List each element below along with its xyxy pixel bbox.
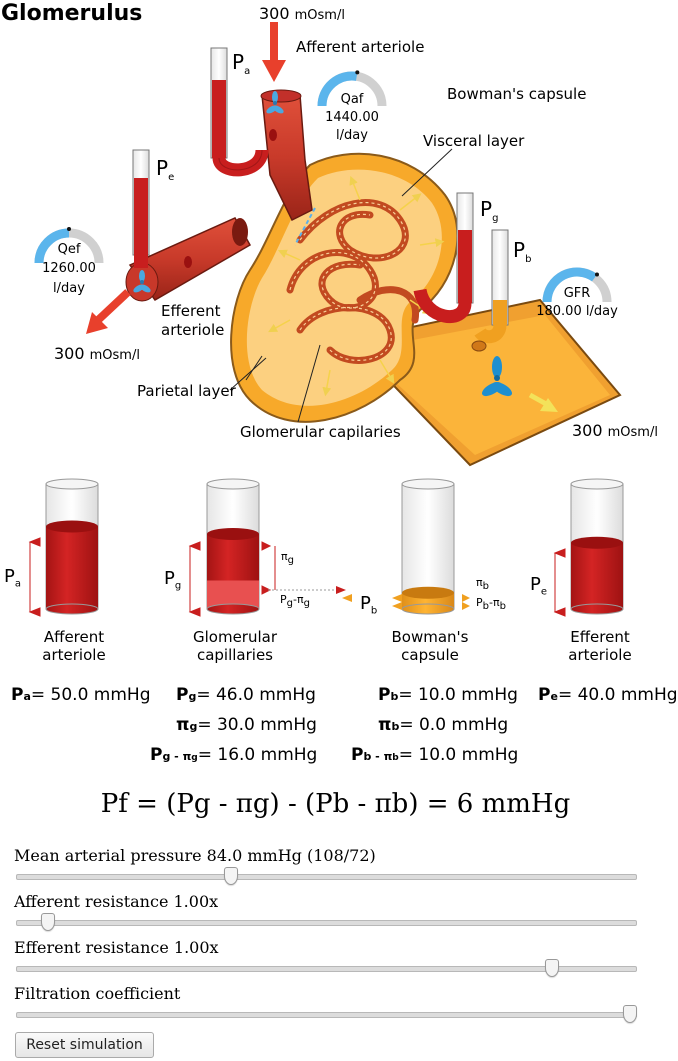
page-title: Glomerulus — [1, 1, 143, 26]
afferent-caption-2: arteriole — [42, 646, 106, 664]
pa-diagram-label: Pa — [232, 50, 251, 77]
filtration-coefficient-slider[interactable] — [16, 1005, 637, 1023]
afferent-arteriole-label: Afferent arteriole — [296, 38, 425, 56]
gfr-gauge-value: 180.00 l/day — [536, 304, 618, 319]
bowman-cylinder — [401, 478, 455, 615]
pa-tube — [210, 47, 269, 177]
tubule-fan-icon — [481, 356, 513, 397]
glomerular-caption-1: Glomerular — [192, 628, 277, 646]
slider-thumb[interactable] — [223, 867, 238, 885]
gauge-fill — [317, 71, 358, 107]
qaf-gauge-unit: l/day — [336, 128, 368, 143]
osm-right-label: 300 mOsm/l — [572, 421, 658, 440]
gfr-gauge — [542, 267, 612, 303]
parietal-layer-label: Parietal layer — [137, 382, 236, 400]
efferent-arteriole-label-2: arteriole — [161, 321, 225, 339]
qaf-gauge-label: Qaf — [340, 92, 364, 107]
afferent-fan-icon — [266, 91, 284, 114]
qef-gauge-value: 1260.00 — [42, 261, 96, 276]
efferent-caption-1: Efferent — [570, 628, 630, 646]
efferent-caption-2: arteriole — [568, 646, 632, 664]
pg-minus-pig-value: Pg - πg= 16.0 mmHg — [150, 745, 318, 765]
pib-value: πb= 0.0 mmHg — [378, 715, 509, 735]
pa-column-label: Pa — [4, 566, 21, 590]
bowmans-capsule-label: Bowman's capsule — [447, 85, 587, 103]
qef-gauge-unit: l/day — [53, 281, 85, 296]
gauge-needle — [355, 70, 360, 75]
efferent-arteriole-label-1: Efferent — [161, 302, 221, 320]
cylinder-liquid — [571, 542, 623, 609]
pb-column-label: Pb — [360, 593, 378, 617]
efferent-resistance-slider[interactable] — [16, 959, 637, 977]
gauge-needle — [594, 272, 599, 277]
slider-thumb[interactable] — [545, 959, 560, 977]
cylinder-liquid-top — [46, 520, 98, 533]
pg-column-label: Pg — [164, 568, 182, 592]
gfr-gauge-label: GFR — [563, 286, 591, 301]
pb-minus-pib-value: Pb - πb= 10.0 mmHg — [351, 745, 519, 765]
qef-gauge — [34, 227, 104, 264]
flow-in-arrow-icon — [262, 22, 286, 82]
pb-tube — [474, 229, 509, 344]
afferent-arteriole-vessel — [261, 94, 313, 222]
mean-arterial-pressure-label: Mean arterial pressure 84.0 mmHg (108/72… — [14, 846, 376, 865]
afferent-caption-1: Afferent — [43, 628, 105, 646]
pe-column-label: Pe — [530, 574, 548, 598]
pg-tube — [413, 192, 474, 324]
pb-value: Pb= 10.0 mmHg — [378, 685, 518, 705]
cylinder-liquid-top — [571, 536, 623, 549]
pig-column-label: πg — [281, 550, 294, 567]
visceral-layer-label: Visceral layer — [423, 132, 525, 150]
pe-value: Pe= 40.0 mmHg — [538, 685, 678, 705]
reset-simulation-button[interactable]: Reset simulation — [15, 1032, 154, 1058]
slider-thumb[interactable] — [622, 1005, 637, 1023]
cylinder-liquid-top — [207, 528, 259, 540]
slider-thumb[interactable] — [40, 913, 55, 931]
bowman-caption-1: Bowman's — [391, 628, 469, 646]
flow-out-arrow-icon — [86, 289, 131, 334]
gauge-fill — [542, 267, 598, 303]
pb-diagram-label: Pb — [513, 238, 532, 265]
filtration-coefficient-label: Filtration coefficient — [14, 984, 181, 1003]
glomerular-capillaries-label: Glomerular capilaries — [240, 423, 401, 441]
pig-value: πg= 30.0 mmHg — [176, 715, 317, 735]
filtration-pressure-formula: Pf = (Pg - πg) - (Pb - πb) = 6 mmHg — [100, 789, 571, 819]
osm-left-label: 300 mOsm/l — [54, 344, 140, 363]
glomerular-caption-2: capillaries — [196, 646, 274, 664]
glomerular-cylinder — [206, 478, 260, 615]
qef-gauge-label: Qef — [57, 242, 81, 257]
bowman-caption-2: capsule — [401, 646, 459, 664]
filtrate-out-arrow-icon — [528, 392, 558, 412]
afferent-resistance-label: Afferent resistance 1.00x — [14, 892, 219, 911]
cylinder-liquid-top — [402, 586, 454, 599]
afferent-cylinder — [45, 478, 99, 615]
qaf-gauge-value: 1440.00 — [325, 110, 379, 125]
efferent-cylinder — [570, 478, 624, 615]
pib-column-label: πb — [476, 576, 489, 593]
pe-diagram-label: Pe — [156, 156, 175, 183]
qaf-gauge — [317, 70, 387, 107]
gauge-needle — [67, 227, 71, 231]
pg-diagram-label: Pg — [480, 197, 499, 224]
pa-value: Pa= 50.0 mmHg — [11, 685, 151, 705]
pg-pig-column-label: Pg-πg — [280, 593, 310, 610]
efferent-fan-icon — [133, 270, 151, 293]
mean-arterial-pressure-slider[interactable] — [16, 867, 637, 885]
cylinder-liquid — [46, 526, 98, 609]
afferent-resistance-slider[interactable] — [16, 913, 637, 931]
pb-pib-column-label: Pb-πb — [476, 596, 506, 613]
pe-tube — [132, 149, 150, 268]
osm-top-label: 300 mOsm/l — [259, 4, 345, 23]
efferent-resistance-label: Efferent resistance 1.00x — [14, 938, 219, 957]
gauge-fill — [34, 228, 70, 264]
pg-value: Pg= 46.0 mmHg — [176, 685, 316, 705]
